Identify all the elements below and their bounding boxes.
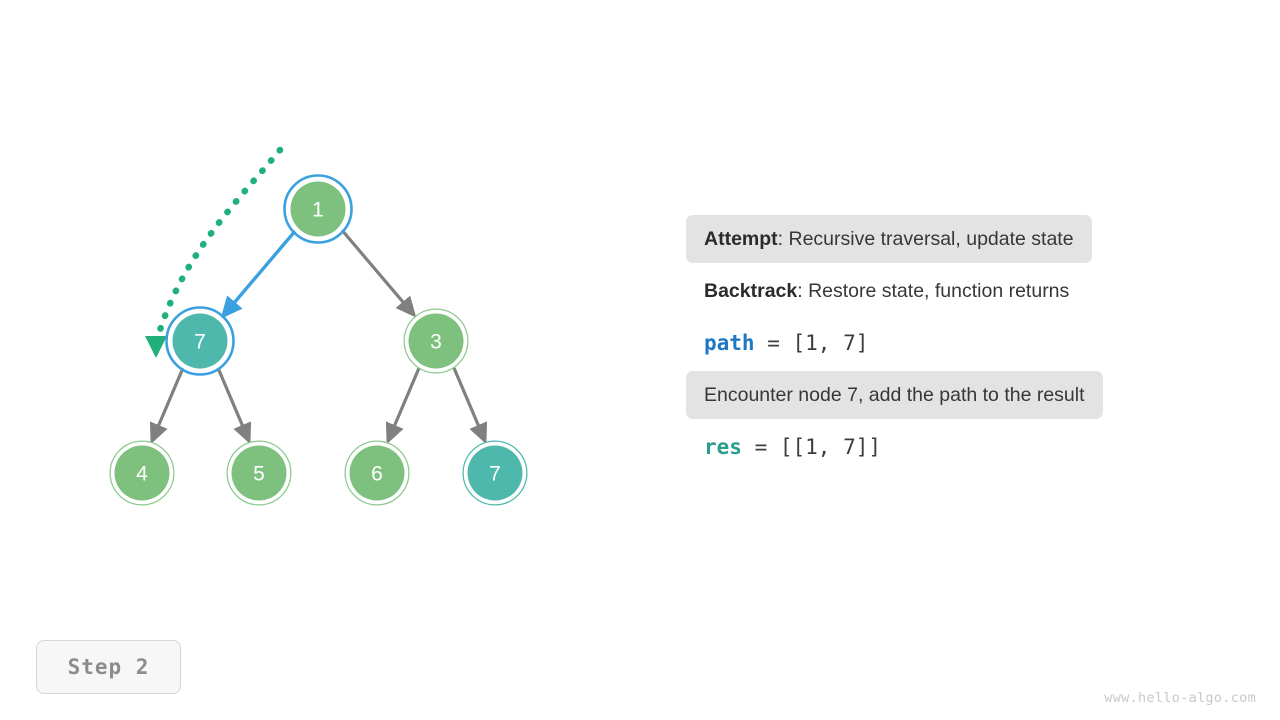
edge-1-to-3 <box>339 227 417 318</box>
attempt-highlight-box: Attempt: Recursive traversal, update sta… <box>686 215 1092 263</box>
tree-node-7-left-label: 7 <box>194 331 206 354</box>
edge-7-to-5 <box>216 367 252 445</box>
tree-edges <box>149 227 488 445</box>
tree-node-3-label: 3 <box>430 331 442 354</box>
tree-node-7-right-label: 7 <box>489 463 501 486</box>
watermark: www.hello-algo.com <box>1104 690 1256 706</box>
path-variable-name: path <box>704 331 755 355</box>
tree-node-7-right[interactable]: 7 <box>462 440 528 506</box>
tree-node-4-label: 4 <box>136 463 148 486</box>
step-badge-label: Step 2 <box>67 655 150 679</box>
backtrack-label: Backtrack <box>704 279 798 302</box>
res-expression: = [[1, 7]] <box>741 435 882 459</box>
explanation-panel: Attempt: Recursive traversal, update sta… <box>686 215 1206 475</box>
attempt-label: Attempt <box>704 227 778 250</box>
tree-node-6-label: 6 <box>371 463 383 486</box>
edge-7-to-4 <box>149 367 185 445</box>
res-code: res = [[1, 7]] <box>704 435 881 459</box>
tree-node-1[interactable]: 1 <box>283 174 353 244</box>
attempt-row: Attempt: Recursive traversal, update sta… <box>686 215 1206 263</box>
step-badge: Step 2 <box>36 640 181 694</box>
tree-node-3[interactable]: 3 <box>403 308 469 374</box>
edge-3-to-7 <box>452 367 488 445</box>
tree-node-4[interactable]: 4 <box>109 440 175 506</box>
trail-down-triangle <box>145 336 167 358</box>
path-row: path = [1, 7] <box>686 319 1206 367</box>
encounter-row: Encounter node 7, add the path to the re… <box>686 371 1206 419</box>
res-code-box: res = [[1, 7]] <box>686 423 899 471</box>
backtrack-text-box: Backtrack: Restore state, function retur… <box>686 267 1087 315</box>
binary-tree-diagram: 1 7 3 4 <box>109 146 528 506</box>
tree-node-7-left[interactable]: 7 <box>165 306 235 376</box>
encounter-highlight-box: Encounter node 7, add the path to the re… <box>686 371 1103 419</box>
edge-1-to-7-active <box>220 228 298 319</box>
path-expression: = [1, 7] <box>754 331 869 355</box>
attempt-rest: : Recursive traversal, update state <box>777 227 1074 250</box>
backtrack-row: Backtrack: Restore state, function retur… <box>686 267 1206 315</box>
backtracking-dotted-trail <box>145 146 284 358</box>
res-variable-name: res <box>704 435 742 459</box>
edge-3-to-6 <box>385 367 421 445</box>
tree-node-6[interactable]: 6 <box>344 440 410 506</box>
path-code-box: path = [1, 7] <box>686 319 886 367</box>
path-code: path = [1, 7] <box>704 331 868 355</box>
tree-nodes: 1 7 3 4 <box>109 174 528 506</box>
tree-node-5[interactable]: 5 <box>226 440 292 506</box>
tree-node-5-label: 5 <box>253 463 265 486</box>
encounter-text: Encounter node 7, add the path to the re… <box>704 383 1085 406</box>
attempt-text: Attempt: Recursive traversal, update sta… <box>704 228 1074 251</box>
backtrack-text: Backtrack: Restore state, function retur… <box>704 280 1069 303</box>
res-row: res = [[1, 7]] <box>686 423 1206 471</box>
backtrack-rest: : Restore state, function returns <box>797 279 1070 302</box>
tree-node-1-label: 1 <box>312 199 324 222</box>
